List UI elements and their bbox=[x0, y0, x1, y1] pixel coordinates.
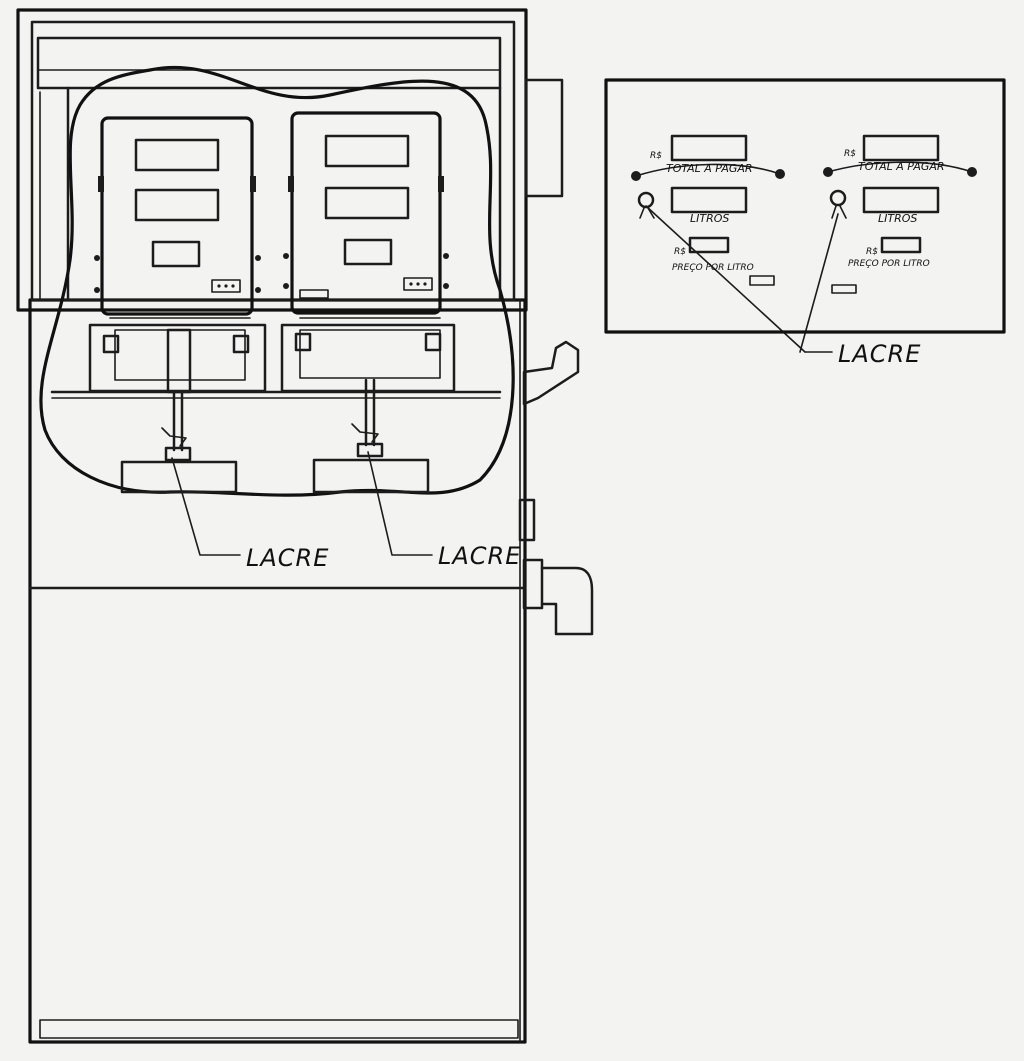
left-total-currency: R$ bbox=[650, 151, 662, 161]
left-price-currency: R$ bbox=[674, 247, 686, 257]
left-total-label: TOTAL A PAGAR bbox=[666, 162, 753, 175]
right-meter-unit bbox=[280, 111, 456, 494]
dispenser-head-frame bbox=[16, 8, 564, 312]
left-display: R$ TOTAL A PAGAR LITROS R$ PREÇO POR LIT… bbox=[631, 134, 785, 286]
dispenser-cabinet bbox=[28, 298, 527, 1044]
cutaway-outline bbox=[39, 65, 515, 497]
hose-fitting bbox=[522, 558, 594, 636]
seal-callout-left: LACRE bbox=[246, 544, 329, 572]
right-display: R$ TOTAL A PAGAR LITROS R$ PREÇO POR LIT… bbox=[823, 134, 977, 294]
display-panel-detail: R$ TOTAL A PAGAR LITROS R$ PREÇO POR LIT… bbox=[604, 78, 1006, 334]
seal-callout-panel: LACRE bbox=[838, 340, 921, 368]
left-liters-label: LITROS bbox=[690, 212, 729, 225]
left-price-label: PREÇO POR LITRO bbox=[672, 263, 754, 273]
left-meter-unit bbox=[88, 116, 267, 494]
right-total-currency: R$ bbox=[844, 149, 856, 159]
right-liters-label: LITROS bbox=[878, 212, 917, 225]
nozzle-holder bbox=[518, 340, 580, 542]
seal-callout-right: LACRE bbox=[438, 542, 521, 570]
leader-lines bbox=[171, 205, 839, 556]
right-price-label: PREÇO POR LITRO bbox=[848, 259, 930, 269]
right-total-label: TOTAL A PAGAR bbox=[858, 160, 945, 173]
right-price-currency: R$ bbox=[866, 247, 878, 257]
